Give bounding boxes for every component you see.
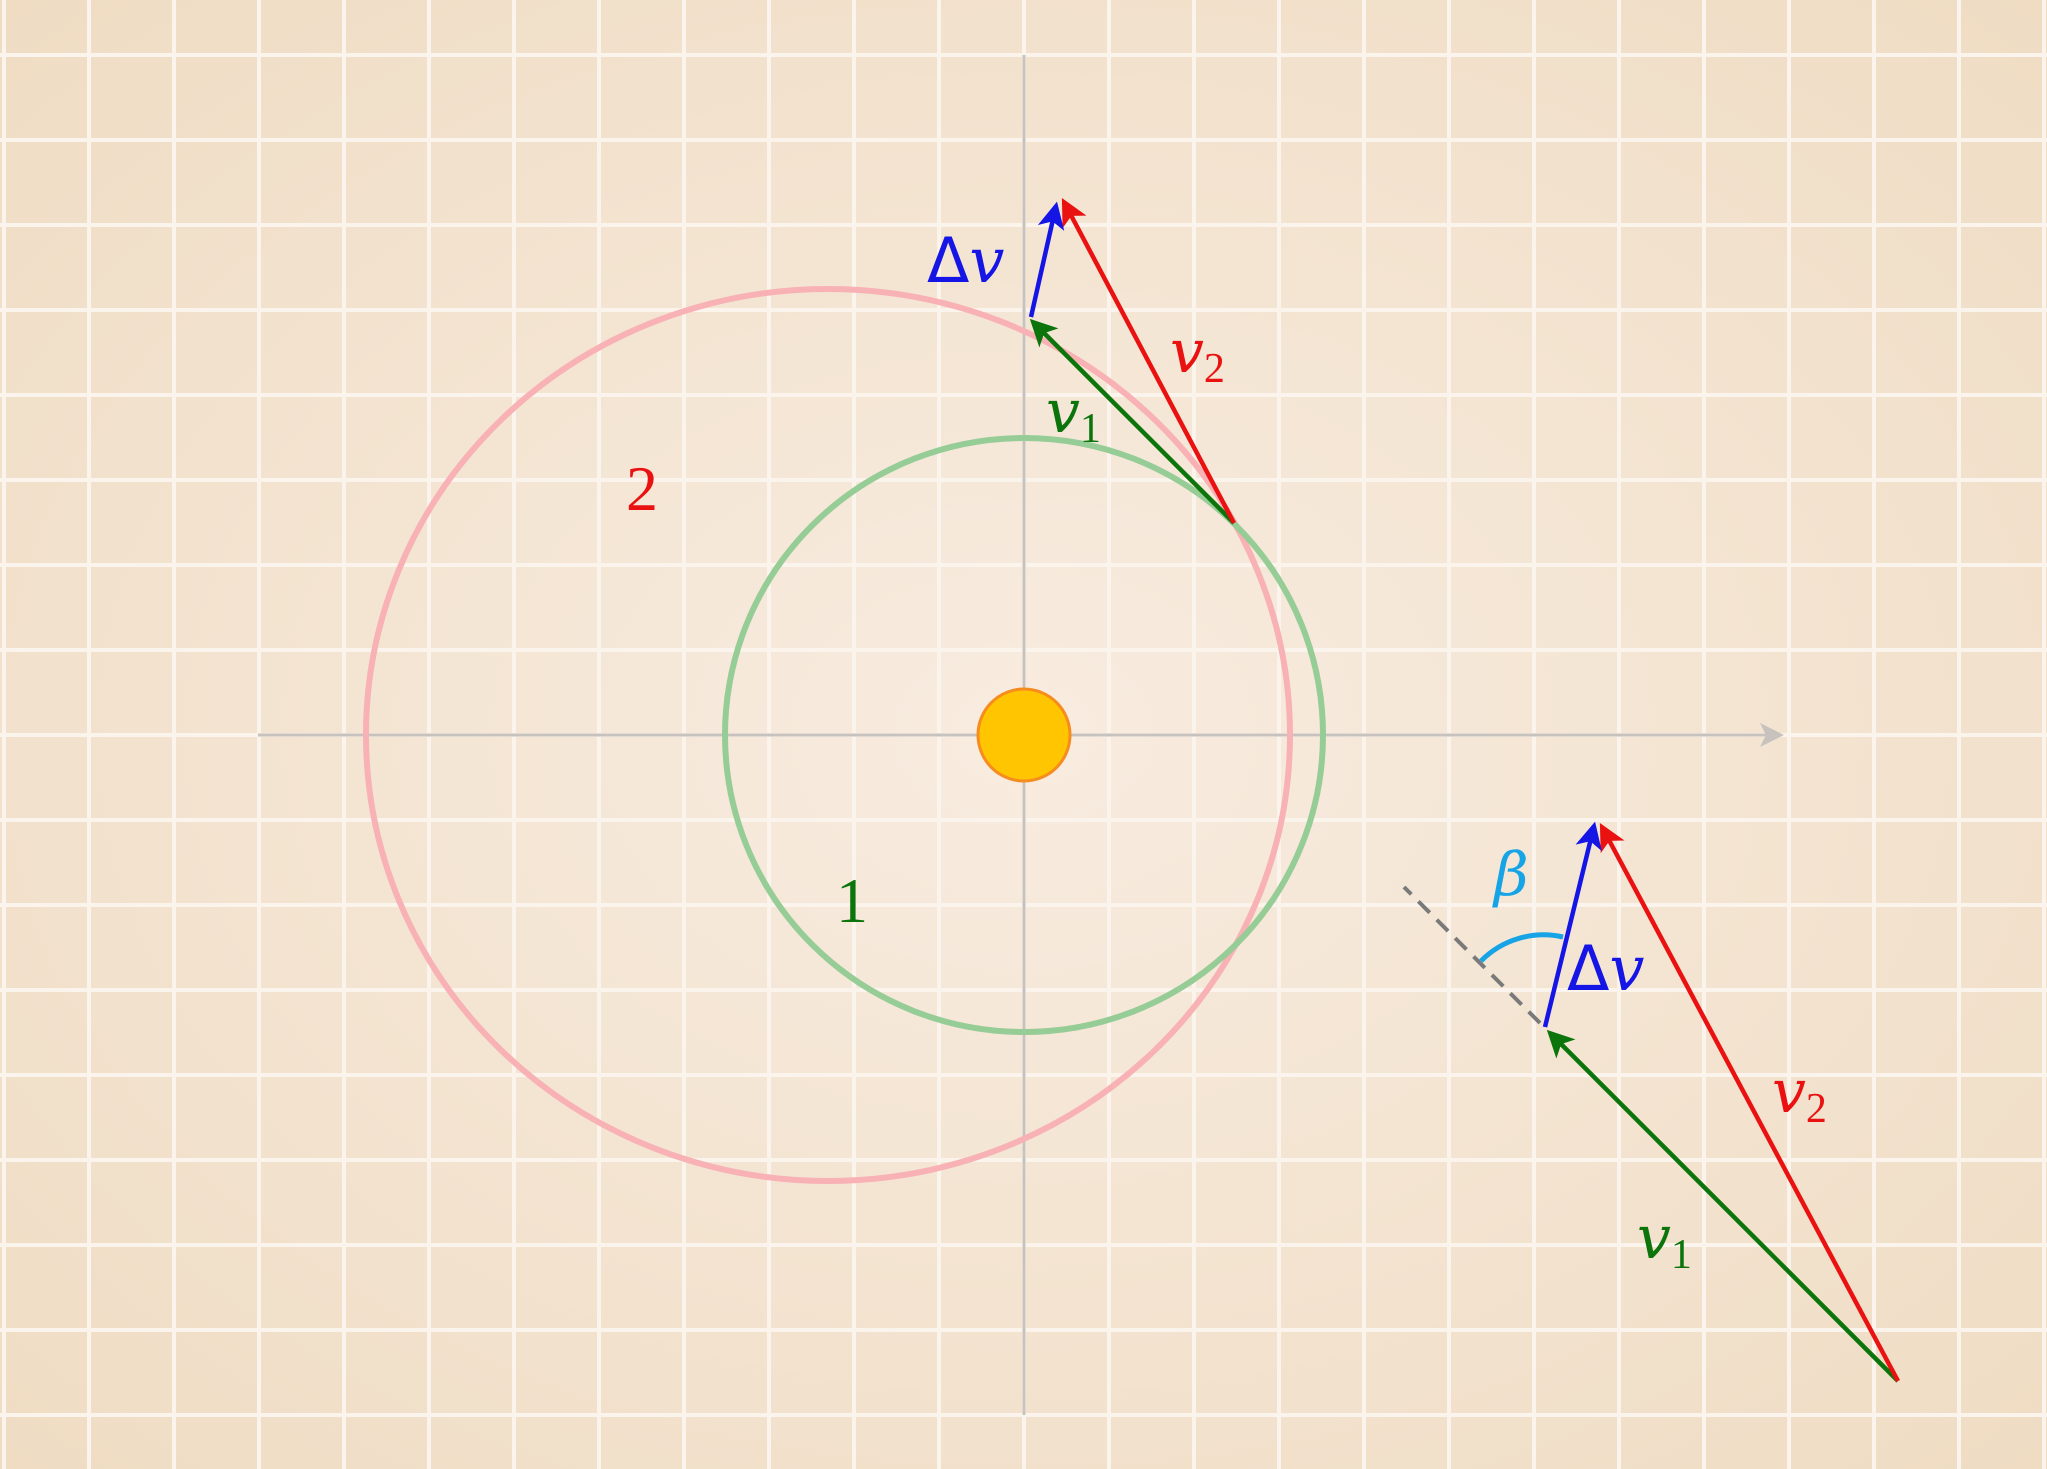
top-delta-variable: v bbox=[969, 224, 1004, 297]
bottom-beta-arc bbox=[1479, 932, 1564, 963]
bottom-v1-variable: v bbox=[1637, 1203, 1671, 1273]
top-v1-label: v1 bbox=[1046, 377, 1101, 452]
sun bbox=[976, 687, 1072, 783]
bottom-delta-v-arrow bbox=[1542, 821, 1602, 1028]
top-v2-label: v2 bbox=[1170, 317, 1225, 392]
bottom-delta-symbol: Δ bbox=[1567, 932, 1609, 1005]
bottom-v1-label: v1 bbox=[1637, 1203, 1692, 1278]
top-v1-variable: v bbox=[1046, 377, 1080, 447]
bottom-v1-subscript: 1 bbox=[1671, 1232, 1692, 1278]
orbit-1-label: 1 bbox=[836, 865, 868, 936]
bottom-delta-variable: v bbox=[1609, 932, 1644, 1005]
top-v2-subscript: 2 bbox=[1204, 346, 1225, 392]
bottom-delta-v-label: Δv bbox=[1567, 932, 1644, 1005]
top-v2-arrow bbox=[1061, 198, 1236, 525]
top-delta-symbol: Δ bbox=[927, 224, 969, 297]
top-v1-subscript: 1 bbox=[1080, 406, 1101, 452]
orbit-1-ellipse bbox=[722, 435, 1326, 1035]
bottom-beta-label: β bbox=[1492, 840, 1529, 910]
top-v2-variable: v bbox=[1170, 317, 1204, 387]
bottom-dashed-extension bbox=[1402, 885, 1542, 1025]
bottom-v2-variable: v bbox=[1772, 1057, 1806, 1127]
orbit-2-ellipse bbox=[363, 286, 1293, 1184]
orbit-2-label: 2 bbox=[626, 453, 658, 524]
bottom-v2-label: v2 bbox=[1772, 1057, 1827, 1132]
bottom-v2-subscript: 2 bbox=[1806, 1086, 1827, 1132]
bottom-v2-arrow bbox=[1599, 823, 1900, 1383]
bottom-v1-arrow bbox=[1546, 1029, 1900, 1383]
top-delta-v-label: Δv bbox=[927, 224, 1004, 297]
top-v1-arrow bbox=[1029, 318, 1236, 525]
top-delta-v-arrow bbox=[1028, 201, 1065, 318]
